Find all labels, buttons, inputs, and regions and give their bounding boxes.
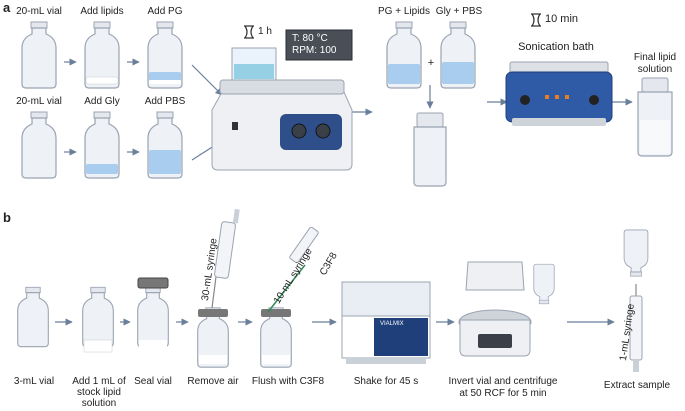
- label-sonication-bath: Sonication bath: [518, 41, 594, 53]
- label-seal-vial: Seal vial: [134, 376, 172, 387]
- vial-remove-air: [197, 307, 229, 368]
- hotplate-stirrer: [211, 29, 353, 171]
- vial-pg: [147, 21, 183, 89]
- vial-lipids: [84, 21, 120, 89]
- vial-20ml-top: [21, 21, 57, 89]
- vial-pg-lipids: [386, 21, 422, 89]
- label-add-lipids: Add lipids: [80, 6, 124, 17]
- vial-pbs: [147, 111, 183, 179]
- label-shaker-brand: VIALMIX: [380, 321, 404, 327]
- bottle-mixed: [413, 112, 447, 187]
- sonication-bath: [505, 61, 613, 126]
- label-final-line1: Final lipid: [633, 52, 677, 63]
- label-add-stock-line2: stock lipid: [77, 387, 121, 398]
- label-centrifuge-line1: Invert vial and centrifuge: [448, 376, 558, 387]
- vial-gly: [84, 111, 120, 179]
- label-20ml-vial-top: 20-mL vial: [16, 6, 62, 17]
- vial-3ml: [16, 286, 50, 348]
- label-20ml-vial-bottom: 20-mL vial: [16, 96, 62, 107]
- label-gly-pbs: Gly + PBS: [435, 6, 483, 17]
- label-shake: Shake for 45 s: [353, 376, 419, 387]
- vial-gly-pbs: [440, 21, 476, 89]
- bottle-final: [637, 77, 673, 157]
- label-sonication-time: 10 min: [545, 13, 579, 25]
- shaker-device: [341, 281, 431, 364]
- label-flush: Flush with C3F8: [251, 376, 325, 387]
- label-3ml-vial: 3-mL vial: [13, 376, 55, 387]
- label-centrifuge-line2: at 50 RCF for 5 min: [459, 388, 547, 399]
- label-add-stock-line3: solution: [81, 398, 117, 409]
- panel-a-letter: a: [3, 0, 11, 15]
- label-add-pbs: Add PBS: [144, 96, 186, 107]
- arrows-panel-a-small: [64, 58, 633, 161]
- label-final-line2: solution: [637, 64, 673, 75]
- label-plus: +: [427, 57, 435, 69]
- label-heat-time: 1 h: [258, 26, 272, 37]
- label-pg-lipids: PG + Lipids: [378, 6, 430, 17]
- extraction-setup: [623, 229, 649, 372]
- vial-flush: [260, 307, 292, 368]
- panel-b-letter: b: [3, 210, 11, 225]
- vial-20ml-bottom: [21, 111, 57, 179]
- label-add-pg: Add PG: [147, 6, 183, 17]
- syringe-10ml: [267, 226, 319, 313]
- hourglass-icon-sonication: [531, 13, 541, 27]
- label-extract: Extract sample: [603, 380, 671, 391]
- centrifuge: [458, 261, 555, 357]
- label-remove-air: Remove air: [187, 376, 239, 387]
- vial-sealed: [136, 277, 170, 352]
- label-add-stock-line1: Add 1 mL of: [72, 376, 126, 387]
- label-rpm-display: RPM: 100: [292, 45, 337, 56]
- label-temp-display: T: 80 °C: [292, 33, 328, 44]
- label-add-gly: Add Gly: [84, 96, 120, 107]
- syringe-30ml: [211, 208, 240, 309]
- hourglass-icon: [244, 25, 254, 39]
- vial-stock-solution: [81, 286, 115, 353]
